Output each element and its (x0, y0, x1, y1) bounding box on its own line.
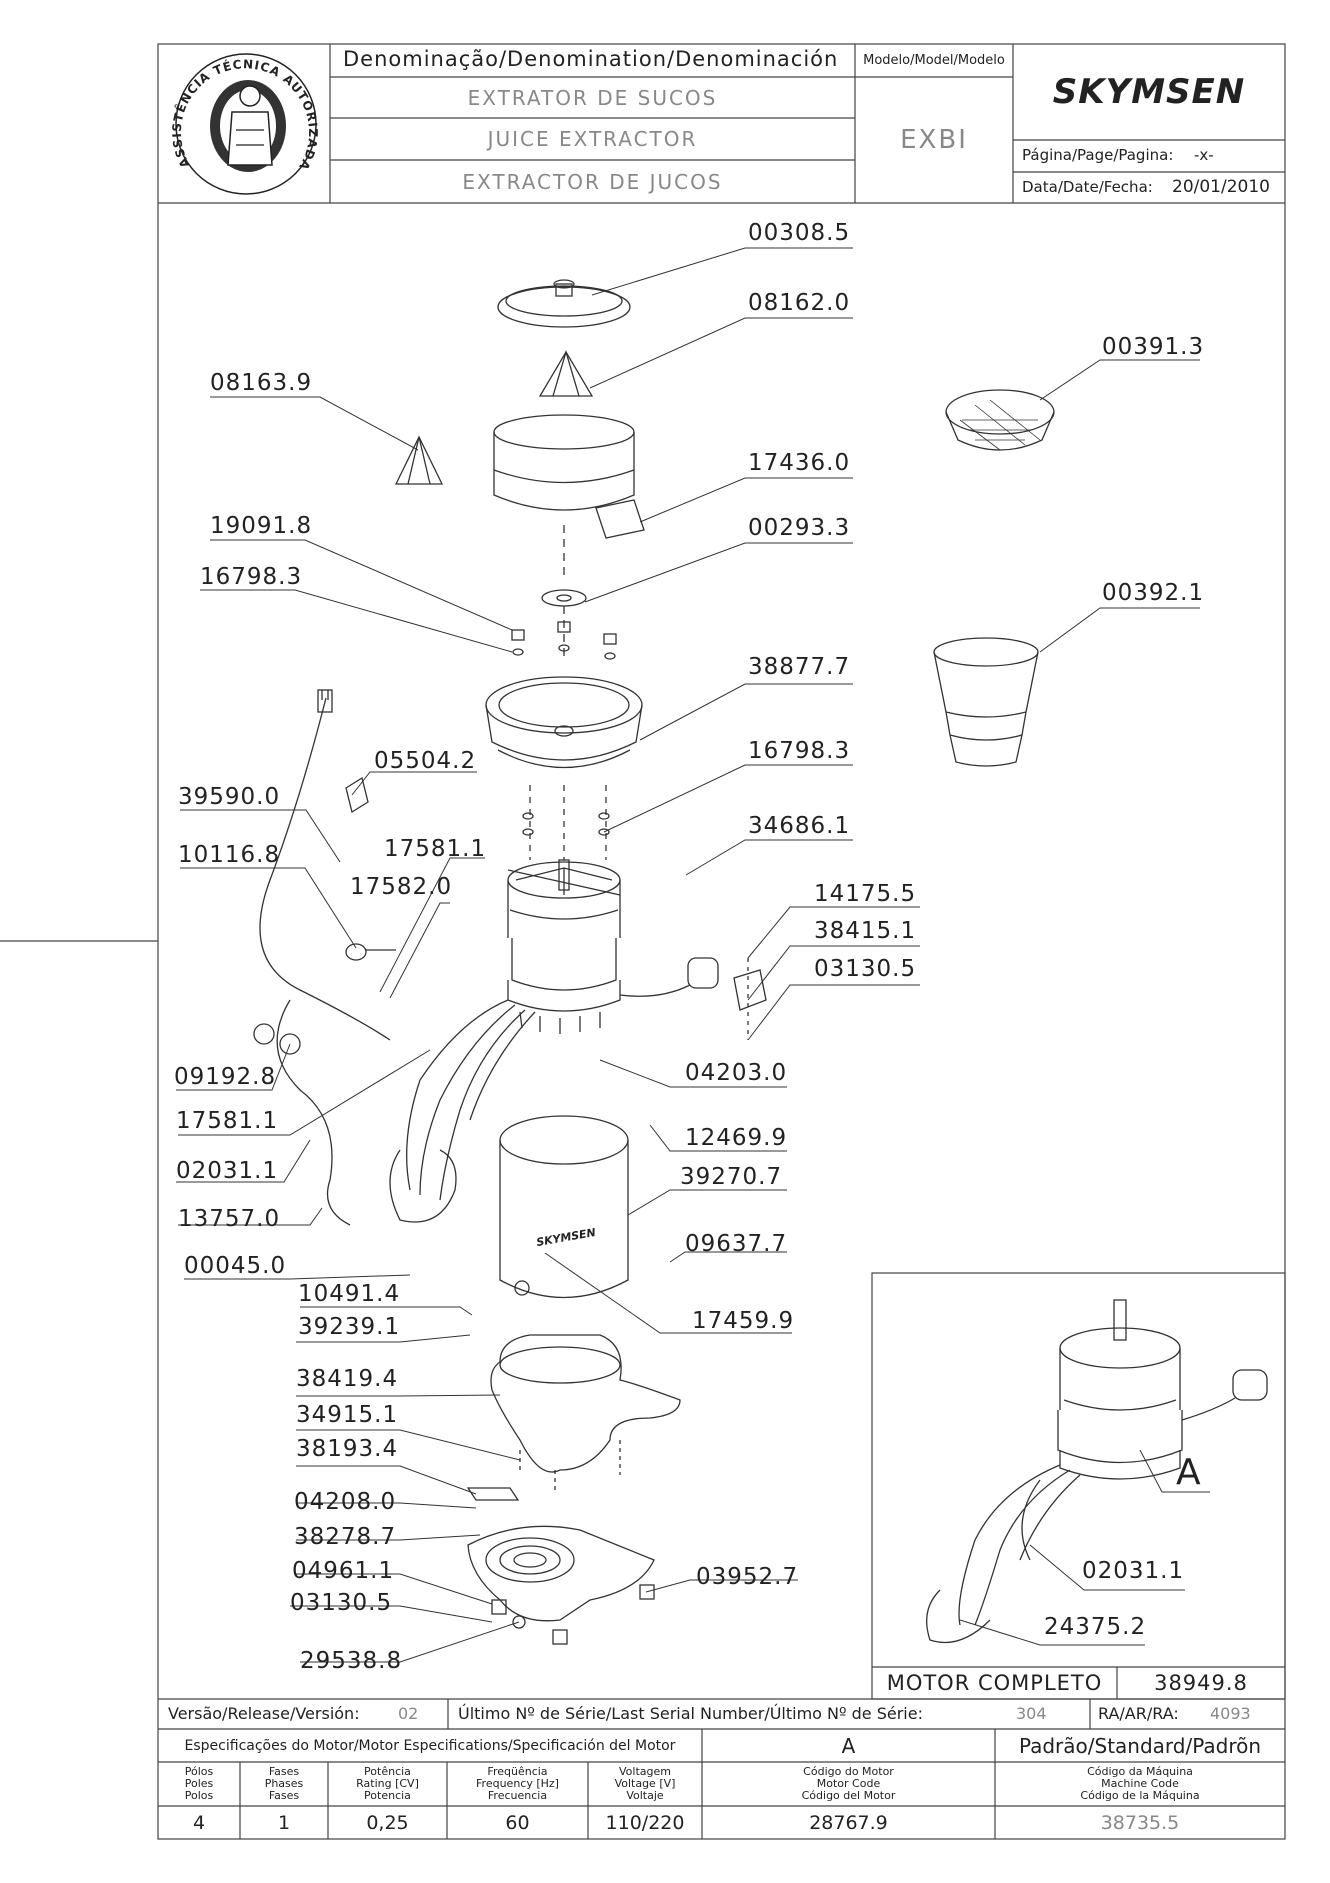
spec-letter: A (841, 1733, 856, 1758)
product-name-pt: EXTRATOR DE SUCOS (467, 86, 718, 110)
col-phases-header: Fases Phases Fases (264, 1765, 304, 1802)
machine-code-value: 38735.5 (1100, 1811, 1180, 1834)
part-label: 13757.0 (178, 1206, 281, 1232)
col-power-header: Potência Rating [CV] Potencia (356, 1765, 419, 1802)
part-label: 00045.0 (184, 1253, 287, 1279)
part-label: 09637.7 (685, 1231, 788, 1257)
part-label: 39270.7 (680, 1164, 783, 1190)
part-label: 14175.5 (814, 881, 917, 907)
serial-label: Último Nº de Série/Last Serial Number/Úl… (458, 1704, 923, 1723)
part-label: 08163.9 (210, 370, 313, 396)
part-label: 00308.5 (748, 220, 851, 246)
inset-part-label: 24375.2 (1044, 1614, 1147, 1640)
authorized-service-seal (175, 53, 317, 195)
phases-value: 1 (277, 1811, 291, 1834)
col-motor-code-header: Código do Motor Motor Code Código del Mo… (801, 1765, 896, 1802)
part-label: 03952.7 (696, 1564, 799, 1590)
version-label: Versão/Release/Versión: (168, 1704, 360, 1723)
part-label: 00293.3 (748, 515, 851, 541)
col-machine-code-header: Código da Máquina Machine Code Código de… (1080, 1765, 1200, 1802)
part-label: 17459.9 (692, 1308, 795, 1334)
part-label: 10116.8 (178, 842, 281, 868)
col-voltage-header: Voltagem Voltage [V] Voltaje (614, 1765, 676, 1802)
ra-label: RA/AR/RA: (1098, 1704, 1179, 1723)
part-label: 38877.7 (748, 654, 851, 680)
motor-spec-title: Especificações do Motor/Motor Especifica… (184, 1737, 676, 1754)
part-label: 08162.0 (748, 290, 851, 316)
part-label: 02031.1 (176, 1158, 279, 1184)
model-title: Modelo/Model/Modelo (863, 53, 1005, 68)
model-value: EXBI (900, 125, 968, 155)
frequency-value: 60 (505, 1811, 530, 1834)
serial-value: 304 (1016, 1704, 1047, 1723)
motor-complete-code: 38949.8 (1154, 1671, 1248, 1695)
part-label: 17582.0 (350, 874, 453, 900)
part-label: 17581.1 (384, 836, 487, 862)
part-label: 38193.4 (296, 1436, 399, 1462)
product-name-es: EXTRACTOR DE JUCOS (462, 170, 723, 194)
part-label: 29538.8 (300, 1648, 403, 1674)
part-label: 03130.5 (290, 1590, 393, 1616)
part-label: 17581.1 (176, 1108, 279, 1134)
part-label: 00392.1 (1102, 580, 1205, 606)
ra-value: 4093 (1210, 1704, 1251, 1723)
inset-part-label: 02031.1 (1082, 1558, 1185, 1584)
part-label: 39239.1 (298, 1314, 401, 1340)
version-value: 02 (398, 1704, 419, 1723)
part-label: 10491.4 (298, 1281, 401, 1307)
part-label: 04961.1 (292, 1558, 395, 1584)
part-label: 38278.7 (294, 1524, 397, 1550)
part-label: 39590.0 (178, 784, 281, 810)
date-label: Data/Date/Fecha: (1022, 178, 1153, 196)
part-label: 34915.1 (296, 1402, 399, 1428)
motor-complete-label: MOTOR COMPLETO (886, 1671, 1103, 1695)
denomination-title: Denominação/Denomination/Denominación (343, 47, 839, 71)
leader-lines (176, 247, 1210, 1663)
part-label: 03130.5 (814, 956, 917, 982)
part-label: 09192.8 (174, 1064, 277, 1090)
exploded-view-drawing (253, 279, 1268, 1645)
brand-logo: SKYMSEN (1052, 72, 1246, 112)
page-label: Página/Page/Pagina: (1022, 146, 1174, 164)
part-label: 04208.0 (294, 1489, 397, 1515)
poles-value: 4 (192, 1811, 206, 1834)
voltage-value: 110/220 (605, 1811, 685, 1834)
col-frequency-header: Freqüência Frequency [Hz] Frecuencia (476, 1765, 559, 1802)
part-label: 05504.2 (374, 748, 477, 774)
page-value: -x- (1194, 146, 1214, 164)
part-label: 16798.3 (748, 738, 851, 764)
motor-code-value: 28767.9 (809, 1811, 888, 1834)
part-label: 38419.4 (296, 1366, 399, 1392)
inset-letter: A (1176, 1452, 1201, 1493)
product-name-en: JUICE EXTRACTOR (487, 127, 698, 151)
part-label: 12469.9 (685, 1125, 788, 1151)
power-value: 0,25 (366, 1811, 409, 1834)
part-label: 00391.3 (1102, 334, 1205, 360)
part-label: 04203.0 (685, 1060, 788, 1086)
part-label: 38415.1 (814, 918, 917, 944)
part-label: 17436.0 (748, 450, 851, 476)
part-label: 34686.1 (748, 813, 851, 839)
standard-title: Padrão/Standard/Padrõn (1018, 1733, 1262, 1758)
date-value: 20/01/2010 (1172, 177, 1270, 197)
part-label: 19091.8 (210, 513, 313, 539)
col-poles-header: Pólos Poles Polos (184, 1765, 214, 1802)
part-label: 16798.3 (200, 564, 303, 590)
